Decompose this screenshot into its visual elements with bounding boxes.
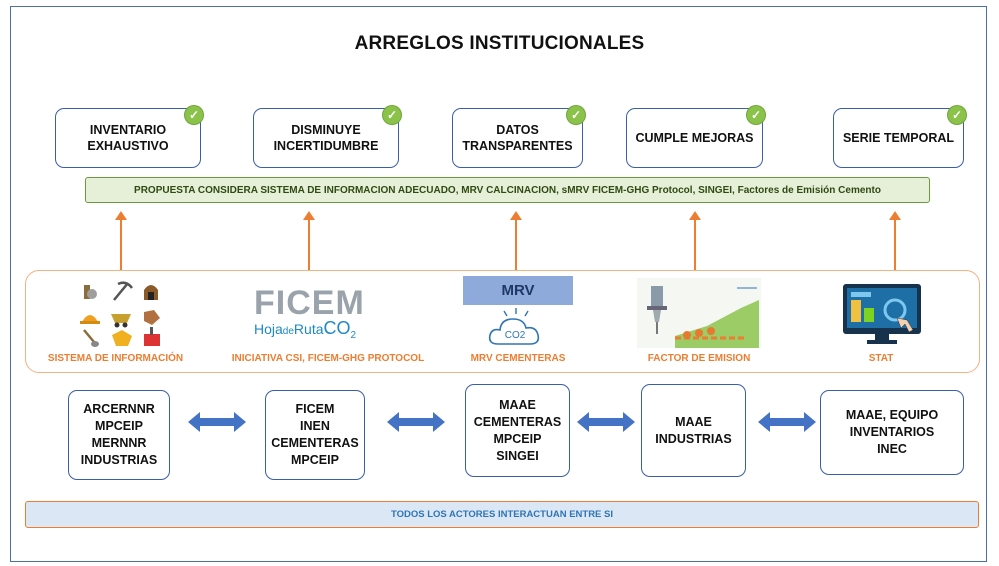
ficem-logo-hoja: Hoja [254, 321, 283, 337]
up-arrow [303, 211, 315, 270]
actor-box-maae-cementeras: MAAE CEMENTERAS MPCEIP SINGEI [465, 384, 570, 477]
top-box-inventario: INVENTARIO EXHAUSTIVO ✓ [55, 106, 203, 168]
double-arrow-icon [577, 412, 635, 432]
ficem-logo-ruta: Ruta [293, 321, 324, 337]
ficem-logo-sub: 2 [350, 329, 357, 341]
check-icon: ✓ [567, 106, 585, 124]
up-arrow [889, 211, 901, 270]
monitor-icon [843, 284, 921, 344]
top-box-label: INVENTARIO EXHAUSTIVO [87, 123, 169, 153]
diagram-title: ARREGLOS INSTITUCIONALES [354, 33, 645, 54]
double-arrow-icon [758, 412, 816, 432]
diagram-frame [10, 6, 987, 562]
check-icon: ✓ [185, 106, 203, 124]
ficem-logo-co: CO [323, 318, 351, 338]
actor-box-ficem: FICEM INEN CEMENTERAS MPCEIP [265, 390, 365, 480]
top-box-transparentes: DATOS TRANSPARENTES ✓ [452, 106, 585, 168]
top-box-label: SERIE TEMPORAL [842, 131, 955, 145]
check-icon: ✓ [948, 106, 966, 124]
factory-chart-icon [637, 278, 761, 348]
mining-tools-icon [80, 281, 160, 347]
panel-label-stat: STAT [868, 353, 894, 364]
cloud-co2-label: CO2 [505, 330, 526, 341]
top-box-label: CUMPLE MEJORAS [635, 131, 754, 145]
top-box-label: DATOS TRANSPARENTES [462, 123, 573, 153]
check-icon: ✓ [383, 106, 401, 124]
top-box-incertidumbre: DISMINUYE INCERTIDUMBRE ✓ [253, 106, 401, 168]
double-arrow-icon [188, 412, 246, 432]
ficem-logo: FICEM HojadeRutaCO2 [254, 286, 365, 341]
up-arrow [689, 211, 701, 270]
ficem-logo-text: FICEM [254, 284, 365, 322]
actor-box-maae-industrias: MAAE INDUSTRIAS [641, 384, 746, 477]
ficem-logo-de: de [282, 326, 294, 337]
actor-box-arcernnr: ARCERNNR MPCEIP MERNNR INDUSTRIAS [68, 390, 170, 480]
mrv-header: MRV [463, 276, 573, 305]
actor-box-maae-equipo: MAAE, EQUIPO INVENTARIOS INEC [820, 390, 964, 475]
ficem-logo-subtitle: HojadeRutaCO2 [254, 318, 365, 341]
panel-label-iniciativa: INICIATIVA CSI, FICEM-GHG PROTOCOL [231, 353, 425, 364]
check-icon: ✓ [747, 106, 765, 124]
proposal-bar: PROPUESTA CONSIDERA SISTEMA DE INFORMACI… [85, 177, 930, 203]
panel-label-mrv: MRV CEMENTERAS [470, 353, 566, 364]
top-box-mejoras: CUMPLE MEJORAS ✓ [626, 106, 765, 168]
cloud-co2-icon: CO2 [488, 308, 540, 345]
panel-label-factor: FACTOR DE EMISION [647, 353, 751, 364]
footer-bar: TODOS LOS ACTORES INTERACTUAN ENTRE SI [25, 501, 979, 528]
up-arrow [115, 211, 127, 270]
panel-label-sistema: SISTEMA DE INFORMACIÓN [47, 353, 184, 364]
double-arrow-icon [387, 412, 445, 432]
up-arrow [510, 211, 522, 270]
top-box-label: DISMINUYE INCERTIDUMBRE [273, 123, 379, 153]
sources-panel [25, 270, 980, 373]
top-box-serie-temporal: SERIE TEMPORAL ✓ [833, 106, 966, 168]
